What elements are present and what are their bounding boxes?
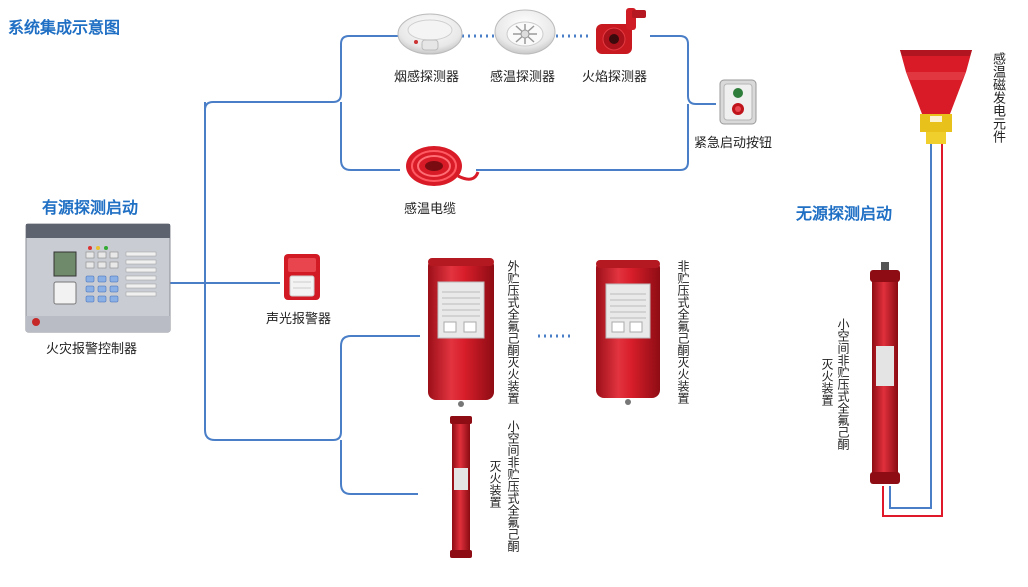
label-small-unit-line1: 小空间非贮压式全氟己酮 [506, 420, 520, 552]
heat-detector-icon [494, 9, 556, 55]
label-right-small-unit-line1: 小空间非贮压式全氟己酮 [836, 318, 850, 450]
label-small-unit-line2: 灭火装置 [488, 460, 502, 508]
cable-coil-icon [406, 146, 480, 186]
control-panel-icon [25, 223, 171, 333]
label-flame-detector: 火焰探测器 [582, 70, 648, 85]
label-alarm: 声光报警器 [266, 312, 332, 327]
red-wire [882, 140, 943, 517]
section-passive-detection: 无源探测启动 [796, 204, 893, 223]
nonstored-unit-cylinder [596, 260, 660, 405]
label-heat-cable: 感温电缆 [404, 202, 457, 217]
section-active-detection: 有源探测启动 [42, 198, 139, 217]
connection-lines [170, 35, 932, 509]
magnetic-element-icon [900, 50, 972, 144]
label-external-unit: 外贮压式全氟己酮灭火装置 [506, 260, 520, 404]
label-smoke-detector: 烟感探测器 [394, 70, 460, 85]
label-emergency-button: 紧急启动按钮 [694, 136, 773, 151]
emergency-button-icon [719, 79, 757, 125]
label-right-small-unit-line2: 灭火装置 [820, 358, 834, 406]
small-space-unit-tube [450, 416, 472, 558]
right-small-unit-tube [870, 262, 900, 484]
smoke-detector-icon [397, 13, 463, 55]
label-heat-detector: 感温探测器 [490, 70, 556, 85]
flame-detector-icon [596, 8, 646, 54]
strobe-alarm-icon [284, 254, 320, 300]
external-unit-cylinder [428, 258, 494, 407]
label-controller: 火灾报警控制器 [46, 342, 138, 357]
label-magnetic-element: 感温磁发电元件 [990, 52, 1005, 143]
label-nonstored-unit: 非贮压式全氟己酮灭火装置 [676, 260, 690, 404]
page-title: 系统集成示意图 [8, 18, 121, 37]
